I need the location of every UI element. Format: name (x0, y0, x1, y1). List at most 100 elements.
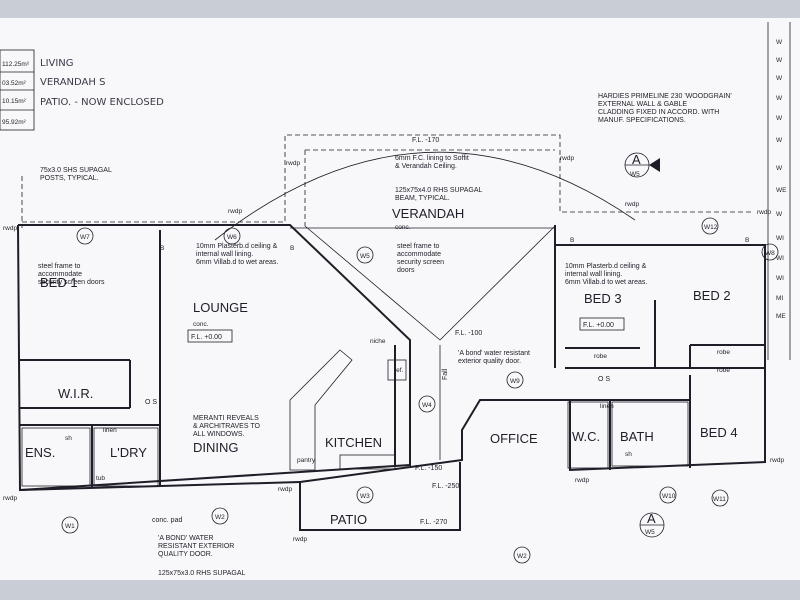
note-posts: 75x3.0 SHS SUPAGAL POSTS, TYPICAL. (40, 167, 114, 182)
label-ref: ref. (394, 367, 404, 374)
area-label: PATIO. - NOW ENCLOSED (40, 97, 164, 108)
note-beam-bottom: 125x75x3.0 RHS SUPAGAL (158, 570, 246, 577)
room-bed3: BED 3 (584, 291, 622, 306)
window-tag: W5 (360, 253, 370, 260)
b-marker: B (745, 237, 749, 244)
side-code: WI (776, 255, 784, 262)
label-robe: robe (717, 367, 730, 374)
outer-walls (17, 224, 766, 492)
note-abond-patio: 'A BOND' WATER RESISTANT EXTERIOR QUALIT… (158, 535, 236, 558)
room-bed4: BED 4 (700, 425, 738, 440)
rwdp-marker: rwdp (625, 201, 639, 208)
room-verandah: VERANDAH (392, 206, 464, 221)
room-patio: PATIO (330, 512, 367, 527)
note-meranti: MERANTI REVEALS & ARCHITRAVES TO ALL WIN… (193, 415, 262, 438)
floor-levels: F.L. -170 F.L. -100 F.L. -150 F.L. -250 … (187, 137, 625, 526)
area-value: 95.92m² (2, 119, 27, 126)
side-code: WE (776, 187, 787, 194)
label-sh: sh (625, 451, 632, 458)
note-abond-front: 'A bond' water resistant exterior qualit… (458, 350, 532, 365)
b-marker: B (160, 245, 164, 252)
rwdp-marker: rwdp (228, 208, 242, 215)
rwdp-marker: rwdp (560, 155, 574, 162)
note-hardies: HARDIES PRIMELINE 230 'WOODGRAIN' EXTERN… (598, 93, 734, 124)
window-tag: W1 (65, 523, 75, 530)
room-dining: DINING (193, 440, 239, 455)
room-bed1: BED 1 (40, 275, 78, 290)
rwdp-marker: rwdp (757, 209, 771, 216)
rwdp-marker: rwdp (770, 457, 784, 464)
side-code: W (776, 57, 783, 64)
label-linen: linen (600, 403, 614, 410)
level-fl0-lounge: F.L. +0.00 (191, 334, 222, 341)
area-label: VERANDAH S (40, 77, 105, 88)
room-kitchen: KITCHEN (325, 435, 382, 450)
window-tag: W3 (360, 493, 370, 500)
level-fl100: F.L. -100 (455, 330, 482, 337)
room-labels: BED 1 W.I.R. LOUNGE conc. ENS. L'DRY DIN… (25, 206, 738, 527)
label-robe: robe (594, 353, 607, 360)
verandah-conc: conc. (395, 224, 411, 231)
area-label: LIVING (40, 58, 74, 69)
os-marker: O S (145, 399, 157, 406)
side-code: W (776, 39, 783, 46)
note-plaster-right: 10mm Plasterb.d ceiling & internal wall … (565, 263, 648, 286)
rwdp-marker: rwdp (3, 495, 17, 502)
rwdp-marker: rwdp (575, 477, 589, 484)
level-fl150: F.L. -150 (415, 465, 442, 472)
window-schedule-strip: W W W W W W W WE W WI WI WI MI ME (767, 22, 791, 360)
section-marker-top: A W5 (624, 152, 660, 178)
wet-area-tiles (21, 401, 689, 487)
room-lounge: LOUNGE (193, 300, 248, 315)
rwdp-marker: rwdp (293, 536, 307, 543)
window-tag: W2 (215, 514, 225, 521)
window-tag: W10 (662, 493, 676, 500)
side-code: WI (776, 235, 784, 242)
side-code: W (776, 211, 783, 218)
side-code: MI (776, 295, 783, 302)
side-code: W (776, 137, 783, 144)
window-tag: W6 (227, 234, 237, 241)
label-niche: niche (370, 338, 386, 345)
room-pantry: pantry (297, 457, 316, 464)
area-value: 03.52m² (2, 80, 27, 87)
room-bed2: BED 2 (693, 288, 731, 303)
label-robe: robe (717, 349, 730, 356)
side-code: W (776, 115, 783, 122)
level-fl250: F.L. -250 (432, 483, 459, 490)
section-sheet: W5 (645, 529, 655, 536)
section-sheet: W5 (630, 171, 640, 178)
area-legend: 112.25m² 03.52m² 10.15m² 95.92m² LIVING … (0, 49, 164, 131)
verandah-outline (21, 134, 752, 241)
verandah-diagonals (304, 225, 556, 460)
rwdp-marker: rwdp (286, 160, 300, 167)
note-steel-left: steel frame to accommodate security scre… (38, 263, 105, 286)
window-tag: W7 (80, 234, 90, 241)
window-tag: W11 (713, 496, 726, 503)
b-marker: B (290, 245, 294, 252)
notes: HARDIES PRIMELINE 230 'WOODGRAIN' EXTERN… (38, 93, 734, 577)
note-steel-mid: steel frame to accommodate security scre… (397, 243, 446, 274)
room-ens: ENS. (25, 445, 55, 460)
misc-markers: rwdp rwdp rwdp rwdp rwdp rwdp rwdp rwdp … (3, 155, 784, 543)
window-tag: W4 (422, 402, 432, 409)
b-marker: B (570, 237, 574, 244)
section-marker-bottom: A W5 (639, 511, 665, 538)
section-letter: A (632, 152, 641, 167)
side-code: W (776, 165, 783, 172)
room-office: OFFICE (490, 431, 538, 446)
rwdp-marker: rwdp (3, 225, 17, 232)
window-tag: W8 (765, 250, 775, 257)
window-tag: W9 (510, 378, 520, 385)
side-code: W (776, 95, 783, 102)
side-code: WI (776, 275, 784, 282)
os-marker: O S (598, 376, 610, 383)
patio-outline (299, 462, 461, 531)
window-tag: W12 (704, 224, 718, 231)
label-linen: linen (103, 427, 117, 434)
note-plaster-left: 10mm Plasterb.d ceiling & internal wall … (196, 243, 279, 266)
level-fl270: F.L. -270 (420, 519, 447, 526)
note-soffit: 6mm F.C. lining to Soffit & Verandah Cei… (395, 155, 471, 170)
label-tub: tub (96, 475, 105, 482)
